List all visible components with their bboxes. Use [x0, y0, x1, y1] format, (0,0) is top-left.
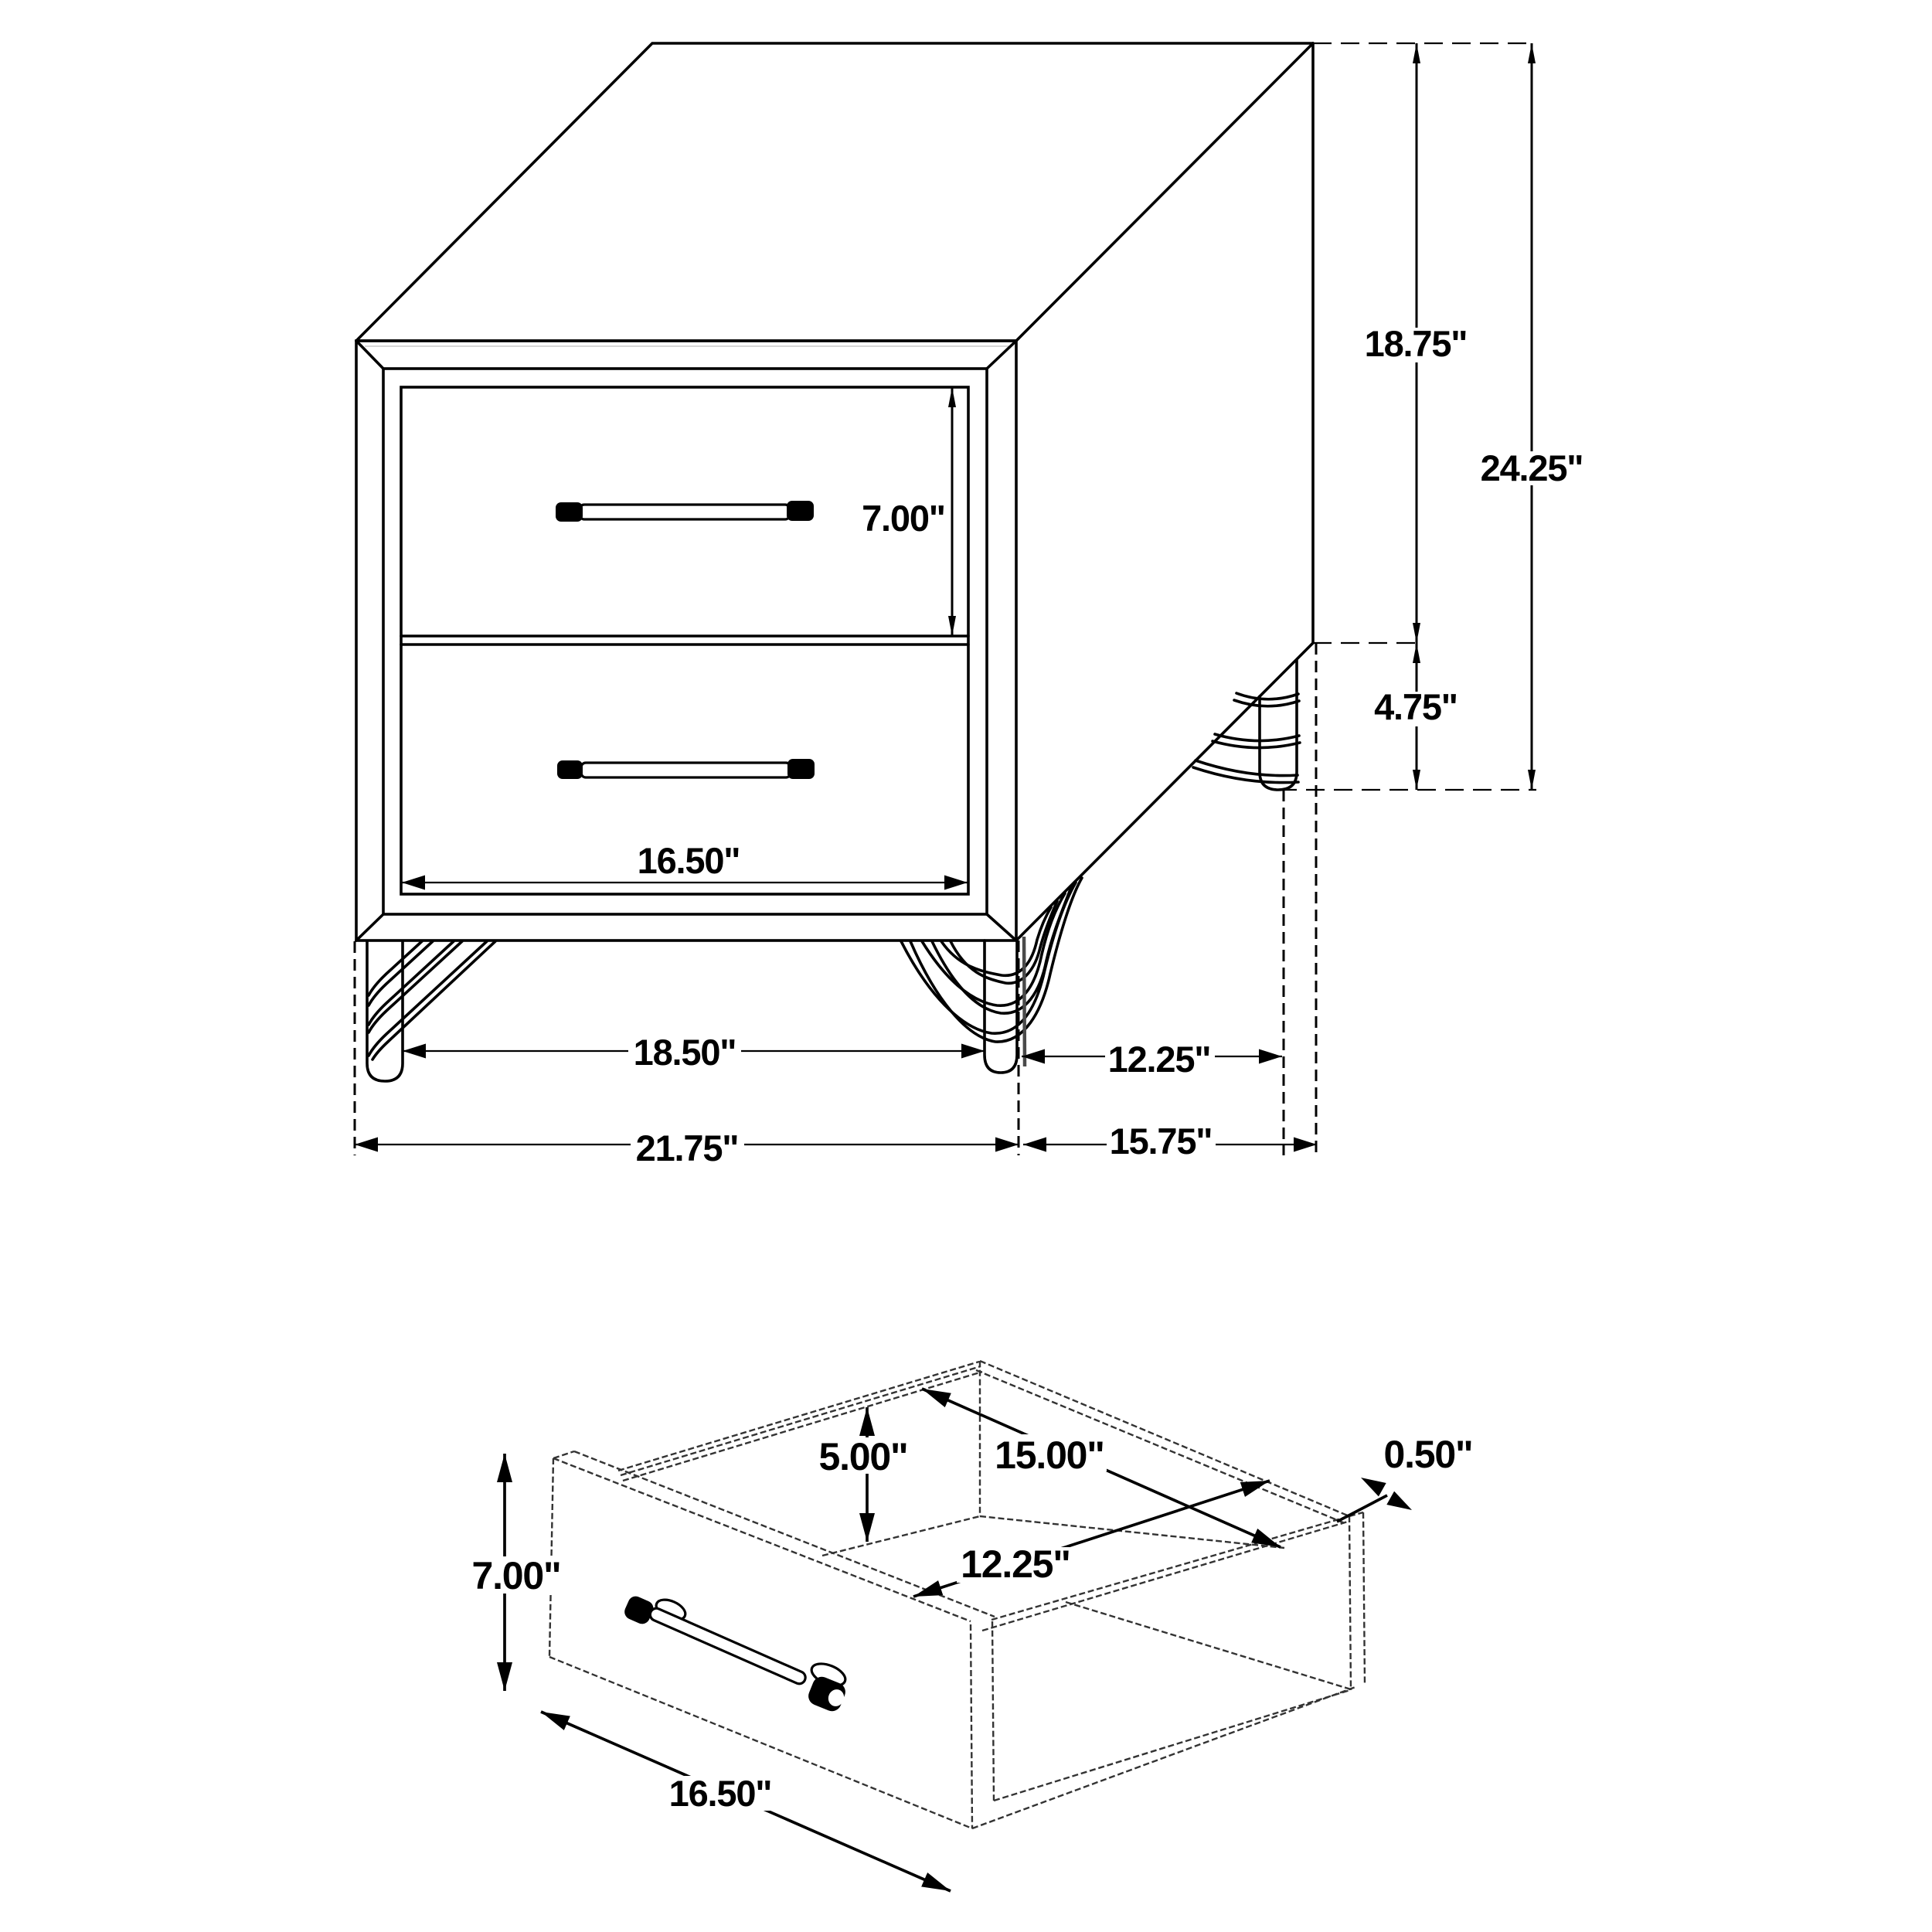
svg-text:7.00": 7.00"	[471, 1554, 560, 1597]
svg-text:15.00": 15.00"	[995, 1434, 1104, 1477]
svg-text:24.25": 24.25"	[1481, 447, 1583, 488]
svg-text:12.25": 12.25"	[1108, 1039, 1211, 1080]
svg-text:21.75": 21.75"	[636, 1128, 739, 1168]
svg-text:18.50": 18.50"	[634, 1032, 736, 1073]
svg-text:18.75": 18.75"	[1365, 323, 1468, 364]
svg-text:4.75": 4.75"	[1374, 686, 1458, 727]
svg-text:12.25": 12.25"	[961, 1543, 1070, 1586]
svg-text:16.50": 16.50"	[638, 840, 740, 881]
svg-text:5.00": 5.00"	[818, 1435, 907, 1478]
svg-text:15.75": 15.75"	[1110, 1121, 1213, 1162]
svg-text:16.50": 16.50"	[669, 1773, 772, 1814]
svg-text:0.50": 0.50"	[1383, 1433, 1472, 1476]
svg-text:7.00": 7.00"	[862, 498, 945, 539]
